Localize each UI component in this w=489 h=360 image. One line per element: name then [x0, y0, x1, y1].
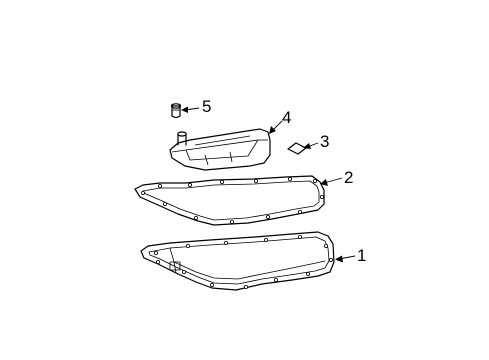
part-3-seal: [287, 142, 307, 155]
part-5-seal: [170, 103, 182, 119]
part-2-gasket: [134, 175, 325, 226]
callout-label-3: 3: [320, 132, 329, 151]
callout-label-5: 5: [202, 97, 211, 116]
callout-label-2: 2: [344, 168, 353, 187]
callout-2: 2: [320, 168, 353, 187]
callout-3: 3: [303, 132, 329, 151]
callout-label-1: 1: [357, 246, 366, 265]
callout-4: 4: [269, 108, 291, 134]
callout-5: 5: [181, 97, 211, 116]
callout-label-4: 4: [282, 108, 291, 127]
part-1-oil-pan: [140, 231, 335, 291]
part-4-filter: [169, 128, 271, 171]
callout-1: 1: [335, 246, 366, 265]
